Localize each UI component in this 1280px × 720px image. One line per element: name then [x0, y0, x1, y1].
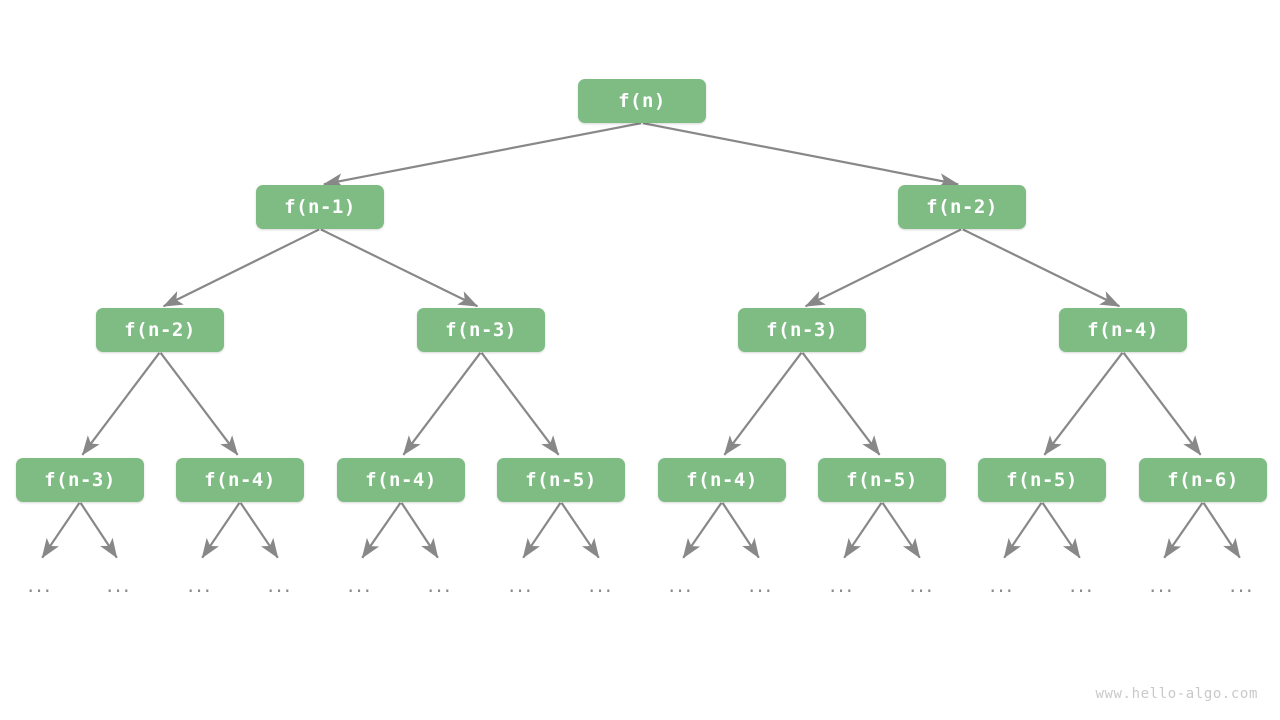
tree-edge-ellipsis [682, 502, 723, 559]
tree-edge [162, 228, 320, 308]
ellipsis-marker: ... [909, 573, 935, 597]
tree-edge-ellipsis [560, 502, 600, 559]
ellipsis-marker: ... [508, 573, 534, 597]
tree-edge [804, 228, 962, 308]
watermark: www.hello-algo.com [1095, 686, 1258, 702]
tree-edge-ellipsis [881, 502, 921, 559]
tree-edge [323, 122, 642, 189]
tree-node: f(n-3) [738, 308, 866, 352]
tree-edge-ellipsis [79, 502, 118, 559]
ellipsis-marker: ... [106, 573, 132, 597]
ellipsis-marker: ... [1069, 573, 1095, 597]
tree-node: f(n-3) [16, 458, 144, 502]
tree-node: f(n-4) [1059, 308, 1187, 352]
tree-edge [801, 352, 881, 456]
ellipsis-marker: ... [347, 573, 373, 597]
ellipsis-marker: ... [427, 573, 453, 597]
tree-edge-ellipsis [400, 502, 439, 559]
tree-edge-ellipsis [1202, 502, 1241, 559]
tree-node: f(n-4) [337, 458, 465, 502]
tree-edge [81, 352, 161, 456]
tree-edge-ellipsis [201, 502, 241, 559]
tree-edge-ellipsis [361, 502, 402, 559]
tree-edge [320, 228, 479, 308]
tree-edge-ellipsis [41, 502, 81, 559]
tree-edge-ellipsis [721, 502, 760, 559]
tree-edge-ellipsis [239, 502, 279, 559]
tree-edge-ellipsis [1041, 502, 1081, 559]
ellipsis-marker: ... [748, 573, 774, 597]
ellipsis-marker: ... [1149, 573, 1175, 597]
tree-edge-ellipsis [522, 502, 562, 559]
tree-edge [962, 228, 1121, 308]
ellipsis-marker: ... [267, 573, 293, 597]
ellipsis-marker: ... [668, 573, 694, 597]
tree-node: f(n-3) [417, 308, 545, 352]
ellipsis-marker: ... [187, 573, 213, 597]
tree-node: f(n-5) [497, 458, 625, 502]
tree-edge [402, 352, 482, 456]
tree-node: f(n-1) [256, 185, 384, 229]
tree-node: f(n-2) [96, 308, 224, 352]
tree-edge [1043, 352, 1124, 456]
tree-node: f(n-4) [176, 458, 304, 502]
tree-node: f(n-5) [978, 458, 1106, 502]
ellipsis-marker: ... [27, 573, 53, 597]
ellipsis-marker: ... [1229, 573, 1255, 597]
tree-node: f(n-5) [818, 458, 946, 502]
tree-edge [159, 352, 239, 456]
tree-edge-ellipsis [843, 502, 883, 559]
ellipsis-marker: ... [989, 573, 1015, 597]
ellipsis-marker: ... [829, 573, 855, 597]
tree-node: f(n-6) [1139, 458, 1267, 502]
tree-edge [723, 352, 803, 456]
ellipsis-marker: ... [588, 573, 614, 597]
tree-edge [480, 352, 560, 456]
tree-node: f(n) [578, 79, 706, 123]
tree-edge-ellipsis [1003, 502, 1043, 559]
tree-edge-ellipsis [1163, 502, 1204, 559]
tree-edge [1122, 352, 1202, 456]
tree-node: f(n-2) [898, 185, 1026, 229]
tree-edge [642, 122, 959, 188]
tree-node: f(n-4) [658, 458, 786, 502]
